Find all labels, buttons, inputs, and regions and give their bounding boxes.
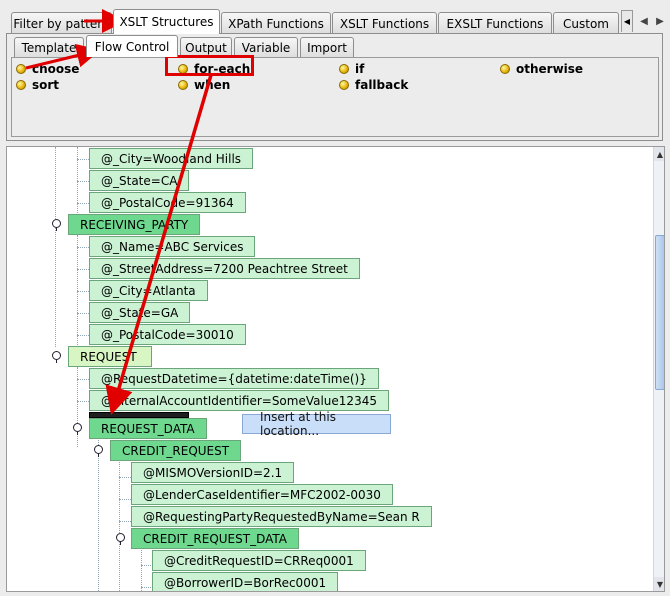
tree-node-lender-case-identifier[interactable]: @LenderCaseIdentifier=MFC2002-0030 xyxy=(131,484,393,505)
yellow-dot-icon xyxy=(178,80,188,90)
tree-node-name[interactable]: @_Name=ABC Services xyxy=(89,236,256,257)
tree-node-credit-request-id[interactable]: @CreditRequestID=CRReq0001 xyxy=(152,550,366,571)
tree-connector xyxy=(77,181,89,182)
tab-scroll-left-icon[interactable]: ◀ xyxy=(640,15,648,27)
tree-connector xyxy=(77,401,89,402)
tree-scrollbar[interactable]: ▲ ▼ xyxy=(653,147,664,591)
yellow-dot-icon xyxy=(16,80,26,90)
tab-exslt-functions[interactable]: EXSLT Functions xyxy=(438,12,552,34)
tree-node-postal-code[interactable]: @_PostalCode=30010 xyxy=(89,324,246,345)
scroll-up-icon[interactable]: ▲ xyxy=(654,147,664,161)
tree-connector xyxy=(77,291,89,292)
subtab-output[interactable]: Output xyxy=(180,37,232,57)
scrollbar-thumb[interactable] xyxy=(655,235,664,390)
tree-connector xyxy=(77,235,78,345)
tab-custom[interactable]: Custom xyxy=(553,12,619,34)
tree-node-state[interactable]: @_State=CA xyxy=(89,170,190,191)
palette-item-otherwise[interactable]: otherwise xyxy=(500,62,583,76)
tree-node-credit-request[interactable]: CREDIT_REQUEST xyxy=(110,440,242,461)
tree-connector xyxy=(77,367,78,447)
tree-connector xyxy=(55,147,56,347)
palette-item-if[interactable]: if xyxy=(339,62,364,76)
tab-xslt-functions[interactable]: XSLT Functions xyxy=(332,12,437,34)
tree-node-request-datetime[interactable]: @RequestDatetime={datetime:dateTime()} xyxy=(89,368,379,389)
pin-icon[interactable] xyxy=(93,445,103,457)
palette-item-choose[interactable]: choose xyxy=(16,62,79,76)
tree-connector xyxy=(119,455,120,591)
tree-connector xyxy=(77,247,89,248)
tree-node-receiving-party[interactable]: RECEIVING_PARTY xyxy=(68,214,201,235)
tab-filter-by-pattern[interactable]: Filter by pattern xyxy=(11,12,112,34)
tree-node-city[interactable]: @_City=Atlanta xyxy=(89,280,208,301)
flow-control-items: choose for-each if otherwise sort when f… xyxy=(11,57,659,137)
tree-connector xyxy=(77,159,89,160)
pin-icon[interactable] xyxy=(51,219,61,231)
yellow-dot-icon xyxy=(500,64,510,74)
yellow-dot-icon xyxy=(339,64,349,74)
top-tab-bar: Filter by pattern XSLT Structures XPath … xyxy=(0,0,670,34)
tree-node-borrower-id[interactable]: @BorrowerID=BorRec0001 xyxy=(152,572,339,591)
tree-connector xyxy=(119,521,131,522)
pin-icon[interactable] xyxy=(72,423,82,435)
palette-item-fallback[interactable]: fallback xyxy=(339,78,408,92)
tree-connector xyxy=(119,499,131,500)
tab-scroll-right-icon[interactable]: ▶ xyxy=(656,15,664,27)
tree-node-request-data[interactable]: REQUEST_DATA xyxy=(89,418,207,439)
subtab-template[interactable]: Template xyxy=(14,37,84,57)
tree-node-postal-code[interactable]: @_PostalCode=91364 xyxy=(89,192,246,213)
tree-connector xyxy=(77,269,89,270)
tree-node-request[interactable]: REQUEST xyxy=(68,346,152,367)
tree-connector xyxy=(141,587,153,588)
subtab-import[interactable]: Import xyxy=(300,37,354,57)
palette-item-when[interactable]: when xyxy=(178,78,230,92)
tree-connector xyxy=(77,335,89,336)
tree-connector xyxy=(119,477,131,478)
pin-icon[interactable] xyxy=(115,533,125,545)
tree-node-credit-request-data[interactable]: CREDIT_REQUEST_DATA xyxy=(131,528,299,549)
yellow-dot-icon xyxy=(16,64,26,74)
palette-item-sort[interactable]: sort xyxy=(16,78,59,92)
tree-connector xyxy=(77,203,89,204)
tree-node-mismo-version-id[interactable]: @MISMOVersionID=2.1 xyxy=(131,462,295,483)
tree-node-street-address[interactable]: @_StreetAddress=7200 Peachtree Street xyxy=(89,258,360,279)
tab-xslt-structures[interactable]: XSLT Structures xyxy=(113,9,220,34)
tree-connector xyxy=(141,543,142,591)
structures-palette: Template Flow Control Output Variable Im… xyxy=(6,33,663,141)
tree-node-requesting-party-requested-by-name[interactable]: @RequestingPartyRequestedByName=Sean R xyxy=(131,506,432,527)
drop-indicator xyxy=(89,412,189,418)
subtab-variable[interactable]: Variable xyxy=(234,37,298,57)
subtab-flow-control[interactable]: Flow Control xyxy=(86,35,178,57)
tree-connector xyxy=(141,565,153,566)
for-each-highlight xyxy=(165,55,254,76)
tree-connector xyxy=(77,313,89,314)
scroll-down-icon[interactable]: ▼ xyxy=(654,577,664,591)
tree-node-state[interactable]: @_State=GA xyxy=(89,302,191,323)
tab-xpath-functions[interactable]: XPath Functions xyxy=(221,12,331,34)
insert-location-tooltip: Insert at this location... xyxy=(242,410,391,438)
tree-connector xyxy=(98,433,99,591)
yellow-dot-icon xyxy=(339,80,349,90)
xml-tree-view: @_City=Woodland Hills @_State=CA @_Posta… xyxy=(6,146,665,592)
tree-node-city[interactable]: @_City=Woodland Hills xyxy=(89,148,254,169)
pin-icon[interactable] xyxy=(51,351,61,363)
tree-node-internal-account-identifier[interactable]: @InternalAccountIdentifier=SomeValue1234… xyxy=(89,390,389,411)
tab-overflow-icon: ◀ xyxy=(621,10,633,32)
tree-connector xyxy=(77,379,89,380)
